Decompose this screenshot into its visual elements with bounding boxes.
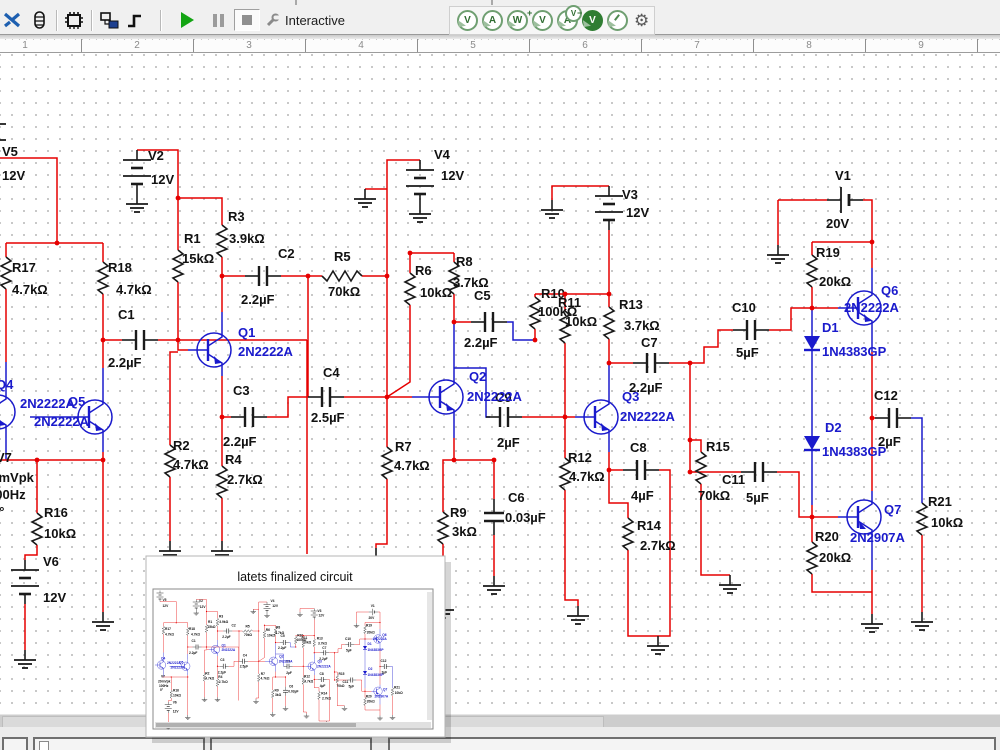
- probe-toolbar-group: VAW+VA−V ⚙: [448, 4, 656, 35]
- probe-tail: [577, 19, 591, 34]
- probe-settings-gear-icon[interactable]: ⚙: [633, 10, 650, 30]
- main-toolbar: Interactive VAW+VA−V ⚙: [0, 4, 1000, 35]
- wrench-icon: [264, 8, 280, 32]
- ruler-division: [193, 39, 194, 52]
- phase-probe-icon[interactable]: [602, 9, 628, 34]
- ruler-number: 9: [918, 40, 924, 51]
- ruler-number: 8: [806, 40, 812, 51]
- connector-icon[interactable]: [27, 8, 51, 32]
- toolbar-separator: [56, 9, 57, 31]
- probe-tail: [452, 19, 466, 34]
- probe-tail: [477, 19, 491, 34]
- probe-tail: [502, 19, 516, 34]
- ruler-division: [81, 39, 82, 52]
- dock-tab[interactable]: [388, 737, 996, 750]
- toolbar-shadow: [0, 35, 1000, 39]
- ruler-number: 5: [470, 40, 476, 51]
- toolbar-separator: [160, 9, 161, 31]
- ruler-number: 2: [134, 40, 140, 51]
- pause-simulation-button[interactable]: [206, 8, 230, 32]
- current-probe-icon[interactable]: A: [477, 9, 503, 34]
- mcu-chip-icon[interactable]: [62, 8, 86, 32]
- ruler-number: 7: [694, 40, 700, 51]
- ruler-number: 4: [358, 40, 364, 51]
- dock-tab[interactable]: [33, 737, 205, 750]
- hierarchy-block-icon[interactable]: [97, 8, 121, 32]
- ruler-division: [865, 39, 866, 52]
- ruler-number: 3: [246, 40, 252, 51]
- ruler-division: [641, 39, 642, 52]
- probe-tail: [552, 19, 566, 34]
- toolbar-handle: [491, 0, 493, 5]
- ruler-division: [753, 39, 754, 52]
- voltage-ref-probe-icon[interactable]: −V: [577, 8, 603, 34]
- dock-tab[interactable]: [2, 737, 28, 750]
- probe-tail: [527, 19, 541, 34]
- toolbar-top-strip: [0, 0, 1000, 6]
- horizontal-ruler: 1 2 3 4 5 6 7 8 9: [0, 39, 1000, 53]
- run-simulation-button[interactable]: [175, 8, 199, 32]
- voltage-current-probe-icon[interactable]: A: [552, 4, 582, 34]
- stop-simulation-button[interactable]: [234, 9, 260, 31]
- multisim-logo-icon[interactable]: [1, 8, 25, 32]
- ruler-division: [305, 39, 306, 52]
- ruler-number: 1: [22, 40, 28, 51]
- toolbar-separator: [91, 9, 92, 31]
- schematic-canvas[interactable]: [0, 53, 1000, 714]
- power-probe-icon[interactable]: W: [502, 9, 528, 34]
- bottom-dock-panel: [0, 727, 1000, 750]
- ruler-division: [529, 39, 530, 52]
- ruler-number: 6: [582, 40, 588, 51]
- ruler-division: [417, 39, 418, 52]
- probe-tail: [602, 19, 616, 34]
- page-icon: [39, 741, 49, 750]
- dock-tab[interactable]: [210, 737, 372, 750]
- voltage-probe-icon[interactable]: V: [452, 9, 478, 34]
- horizontal-scrollbar[interactable]: [0, 714, 1000, 729]
- dc-voltage-probe-icon[interactable]: +V: [527, 8, 553, 34]
- bus-icon[interactable]: [123, 8, 147, 32]
- ruler-division: [977, 39, 978, 52]
- interactive-mode-label[interactable]: Interactive: [285, 12, 345, 28]
- toolbar-handle: [295, 0, 297, 5]
